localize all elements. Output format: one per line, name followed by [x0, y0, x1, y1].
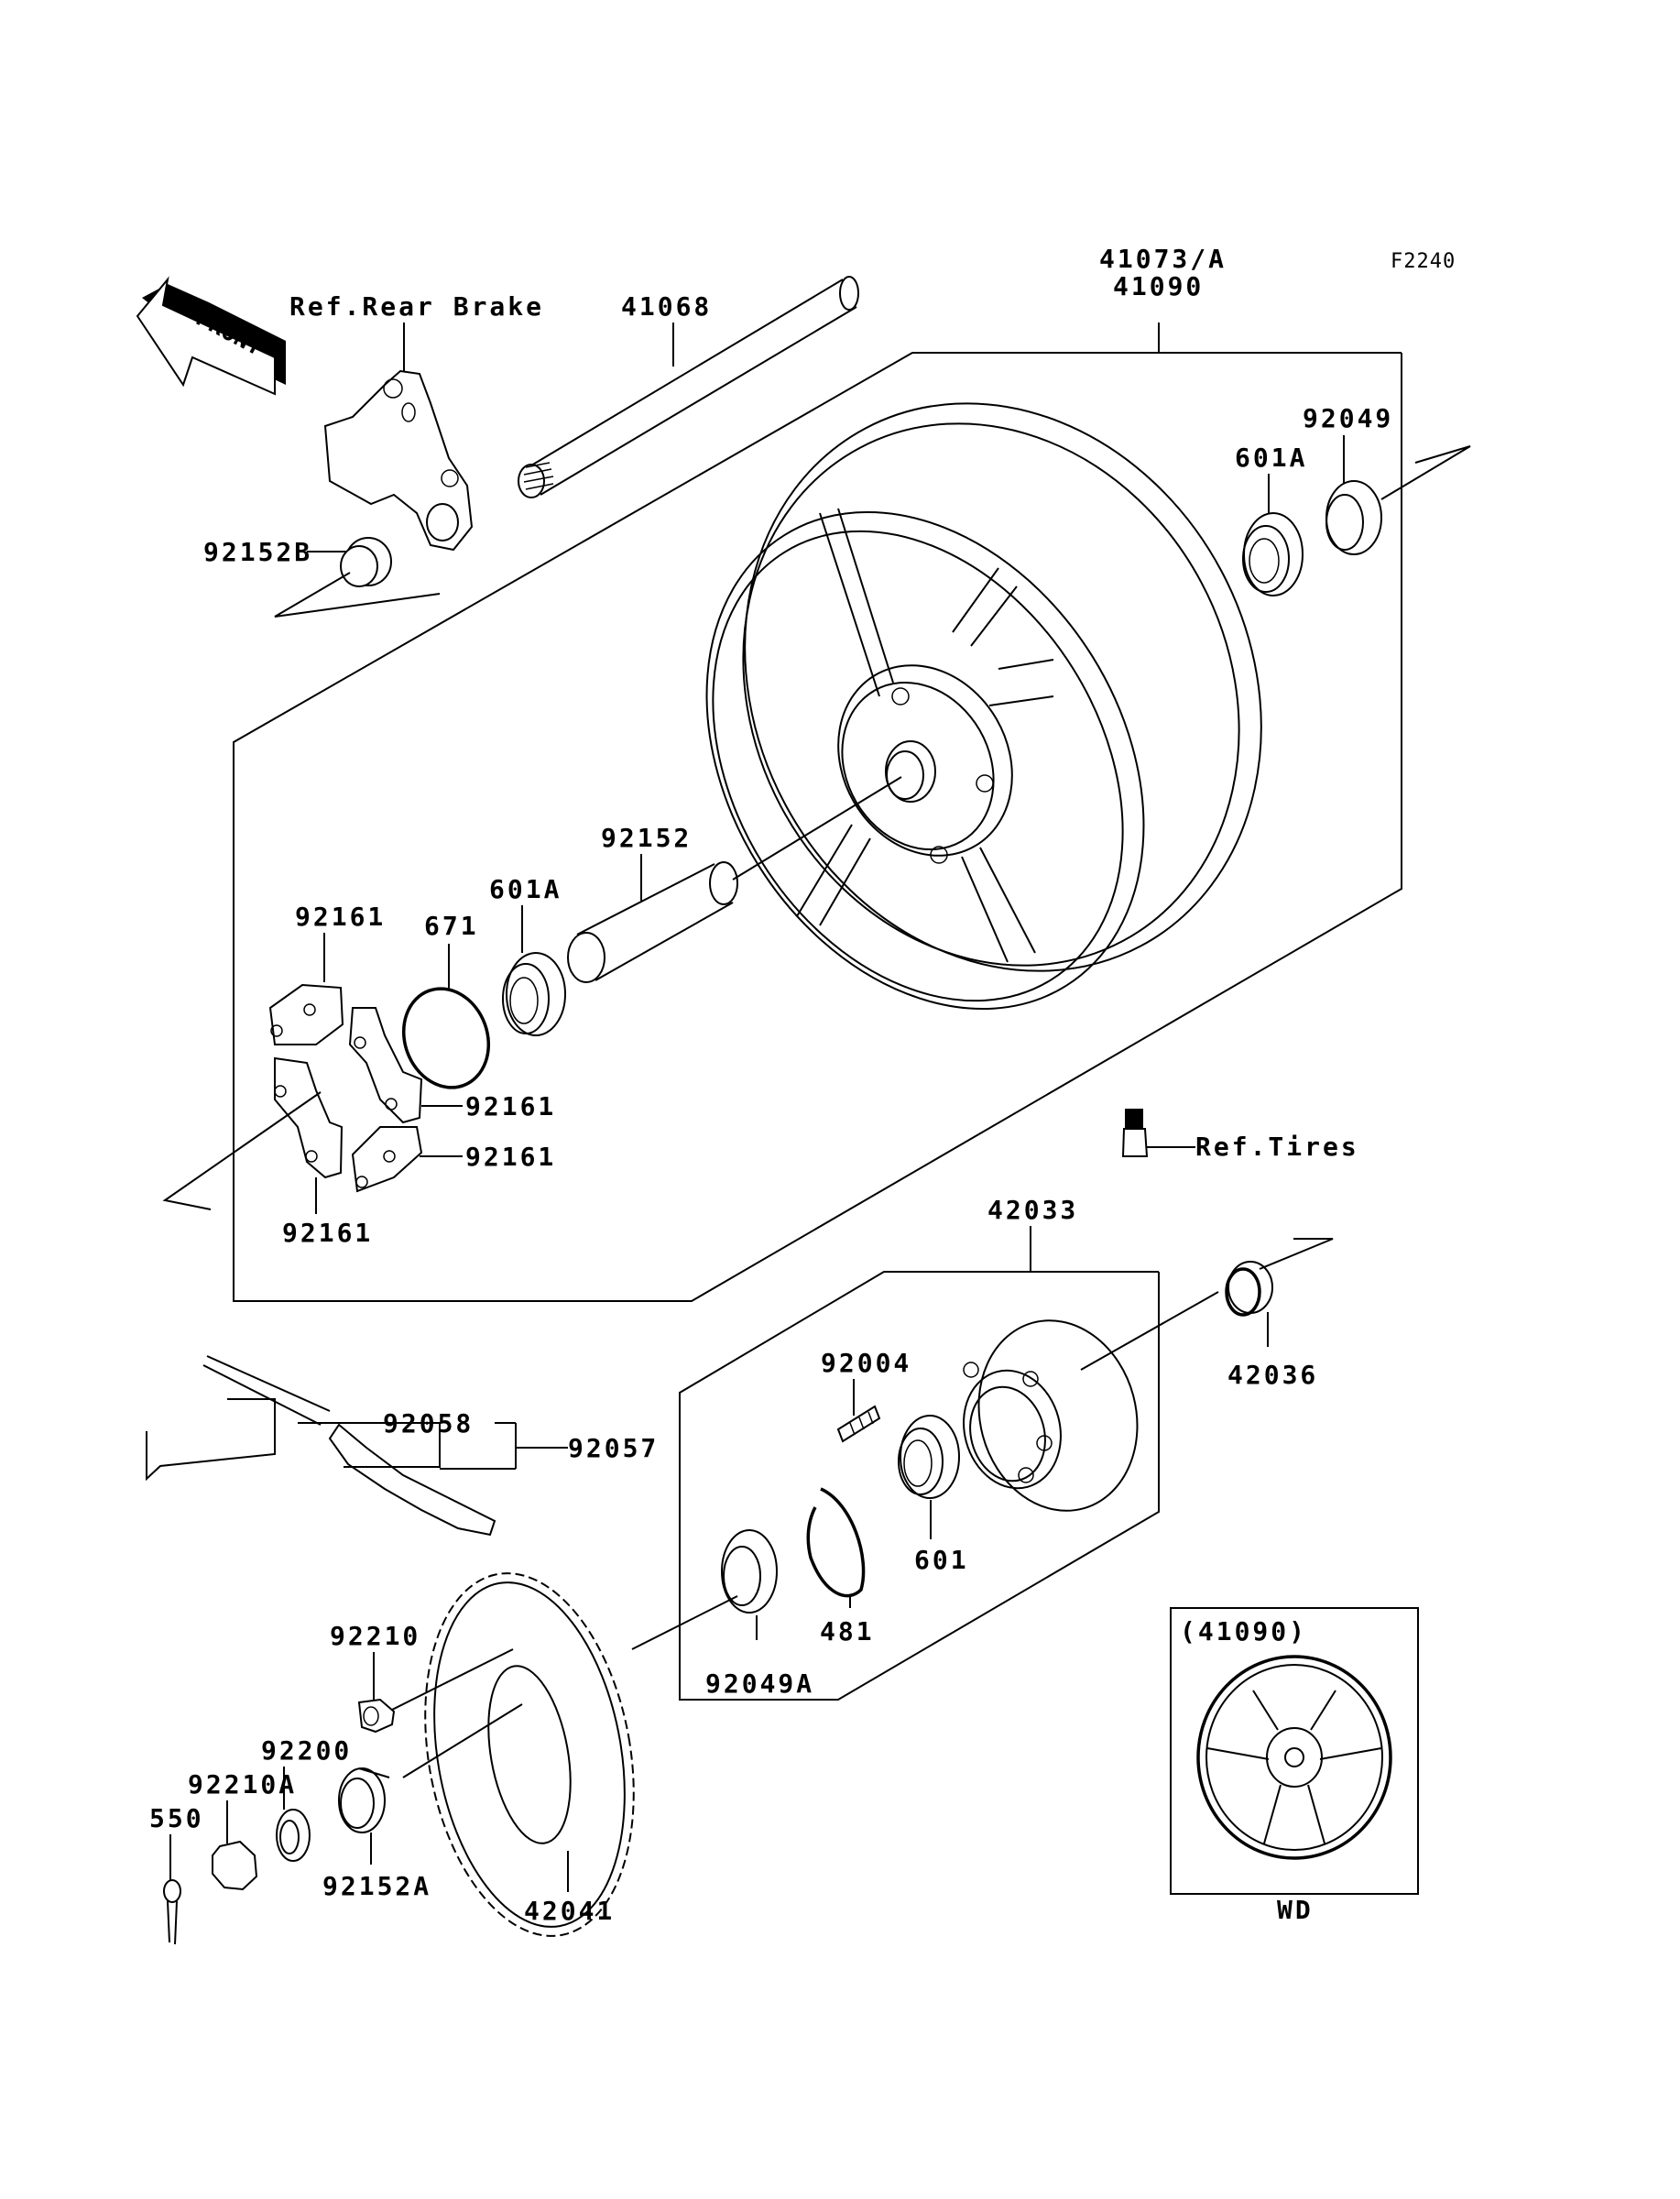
callout-92210a: 92210A	[188, 1769, 297, 1800]
callout-550: 550	[149, 1803, 204, 1833]
drive-chain	[146, 1355, 496, 1537]
inset-title: (41090)	[1180, 1616, 1307, 1647]
callout-92057: 92057	[568, 1433, 659, 1463]
collar-92152a	[338, 1767, 390, 1833]
collar-92152b	[340, 537, 392, 587]
hub-damper-92161-a	[268, 983, 344, 1045]
axle-41068	[518, 276, 859, 498]
ref-tires-label: Ref.Tires	[1195, 1132, 1359, 1162]
inset-wheel-41090: (41090) WD	[1170, 1607, 1419, 1925]
callout-41090: 41090	[1113, 271, 1204, 301]
brake-caliper-bracket	[323, 369, 474, 552]
inset-caption: WD	[1277, 1895, 1314, 1925]
callout-92161-a: 92161	[295, 902, 386, 932]
collar-92152	[567, 861, 738, 983]
callout-41068: 41068	[621, 291, 712, 322]
callout-481: 481	[820, 1616, 875, 1647]
callout-92004: 92004	[821, 1348, 911, 1378]
rear-sprocket-42041	[424, 1572, 635, 1937]
ref-rear-brake-label: Ref.Rear Brake	[289, 291, 544, 322]
callout-601a-top: 601A	[1235, 443, 1307, 473]
callout-92210: 92210	[330, 1621, 420, 1651]
rear-wheel-41090	[705, 402, 1262, 1011]
stud-92004	[836, 1405, 881, 1443]
callout-92152b: 92152B	[203, 537, 312, 567]
cap-42036	[1225, 1261, 1273, 1317]
callout-601a-mid: 601A	[489, 874, 562, 904]
tire-valve	[1121, 1109, 1149, 1157]
callout-92049a: 92049A	[705, 1668, 814, 1699]
hub-damper-92161-d	[351, 1126, 423, 1193]
callout-92200: 92200	[261, 1735, 352, 1766]
callout-92161-b: 92161	[465, 1091, 556, 1121]
front-direction-arrow-icon: FRONT	[136, 276, 286, 396]
callout-41073a: 41073/A	[1099, 244, 1227, 274]
circlip-481	[806, 1487, 866, 1598]
figure-code: F2240	[1391, 250, 1456, 273]
callout-92152: 92152	[601, 823, 692, 853]
callout-92058: 92058	[383, 1408, 474, 1439]
sprocket-nut-92210	[357, 1698, 396, 1734]
callout-601: 601	[914, 1545, 969, 1575]
hub-damper-92161-c	[274, 1056, 344, 1179]
callout-42041: 42041	[524, 1896, 615, 1926]
callout-92152a: 92152A	[322, 1871, 431, 1901]
bearing-601	[898, 1415, 960, 1499]
callout-92161-c: 92161	[465, 1142, 556, 1172]
oil-seal-92049	[1325, 480, 1382, 555]
o-ring-671	[401, 987, 491, 1089]
callout-92161-d: 92161	[282, 1218, 373, 1248]
oil-seal-92049a	[721, 1529, 778, 1614]
hub-42033	[963, 1319, 1139, 1512]
bearing-601a-mid	[502, 952, 566, 1036]
callout-42033: 42033	[987, 1195, 1078, 1225]
callout-671: 671	[424, 911, 479, 941]
washer-92200	[276, 1809, 311, 1862]
axle-nut-92210a	[212, 1840, 258, 1891]
hub-damper-92161-b	[348, 1007, 423, 1124]
cotter-pin-550	[163, 1879, 181, 1945]
bearing-601a-top	[1242, 512, 1304, 596]
callout-92049: 92049	[1303, 403, 1393, 433]
callout-42036: 42036	[1227, 1360, 1318, 1390]
